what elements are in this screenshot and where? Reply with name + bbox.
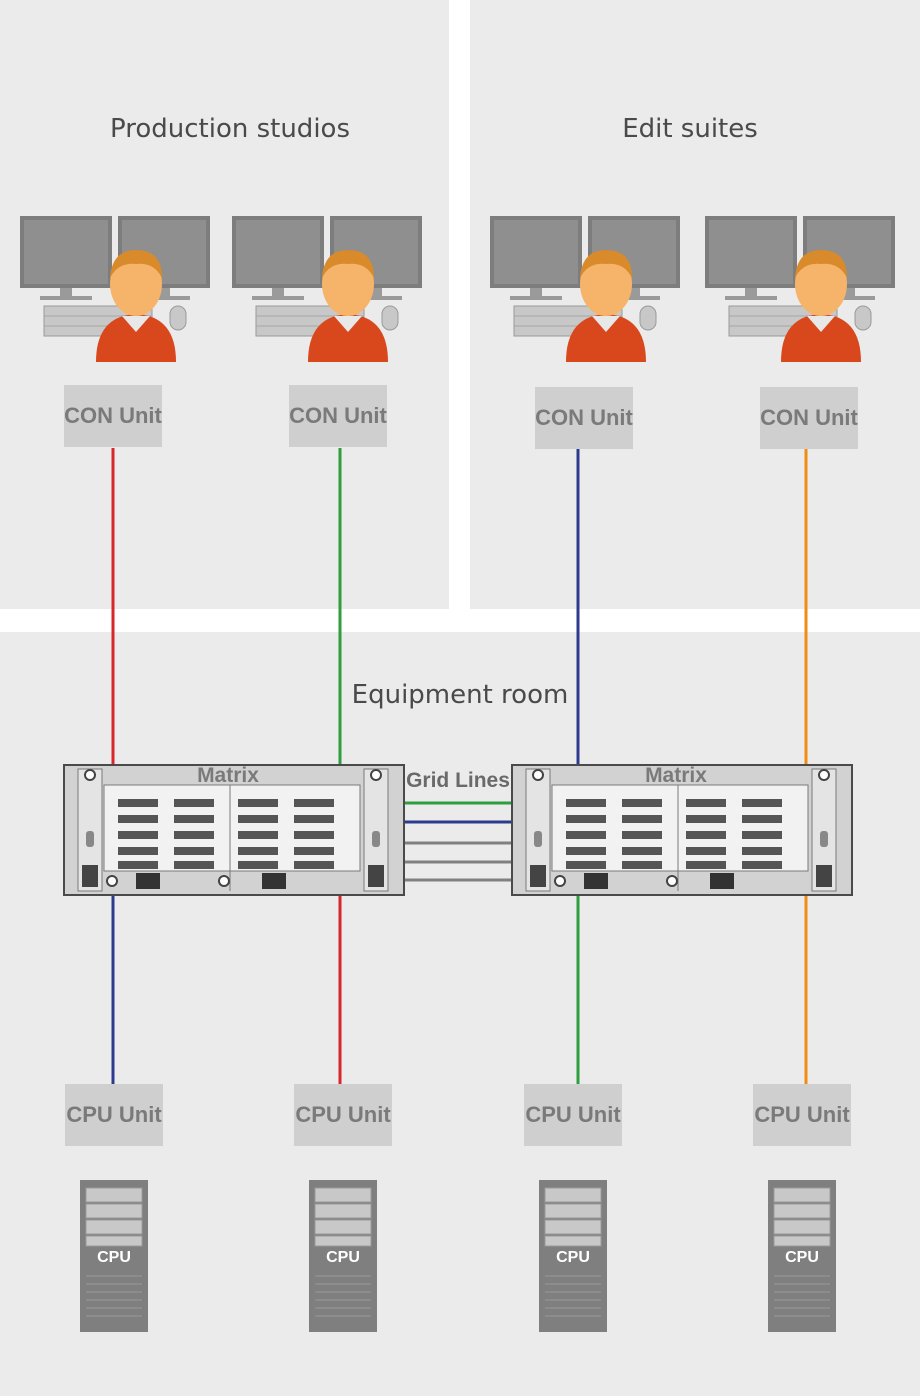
cpu-unit-box: CPU Unit	[753, 1084, 851, 1146]
equipment-room-zone	[0, 632, 920, 1396]
matrix-label-left: Matrix	[197, 764, 259, 787]
workstation-icon	[231, 215, 423, 363]
grid-lines-label: Grid Lines	[406, 769, 510, 792]
cpu-unit-box: CPU Unit	[524, 1084, 622, 1146]
workstation-icon	[489, 215, 681, 363]
workstation-icon	[19, 215, 211, 363]
production-studios-title: Production studios	[110, 114, 350, 144]
con-unit-box: CON Unit	[64, 385, 162, 447]
edit-suites-title: Edit suites	[622, 114, 758, 144]
cpu-unit-box: CPU Unit	[294, 1084, 392, 1146]
grid-lines-bundle	[404, 801, 512, 882]
computer-label: CPU	[97, 1249, 131, 1266]
edit-suites-zone	[470, 0, 920, 609]
computer-label: CPU	[326, 1249, 360, 1266]
computer-label: CPU	[785, 1249, 819, 1266]
equipment-room-title: Equipment room	[351, 680, 569, 710]
cpu-unit-box: CPU Unit	[65, 1084, 163, 1146]
con-unit-box: CON Unit	[760, 387, 858, 449]
matrix-label-right: Matrix	[645, 764, 707, 787]
con-unit-box: CON Unit	[535, 387, 633, 449]
production-studios-zone	[0, 0, 449, 609]
workstation-icon	[704, 215, 896, 363]
computer-label: CPU	[556, 1249, 590, 1266]
con-unit-box: CON Unit	[289, 385, 387, 447]
